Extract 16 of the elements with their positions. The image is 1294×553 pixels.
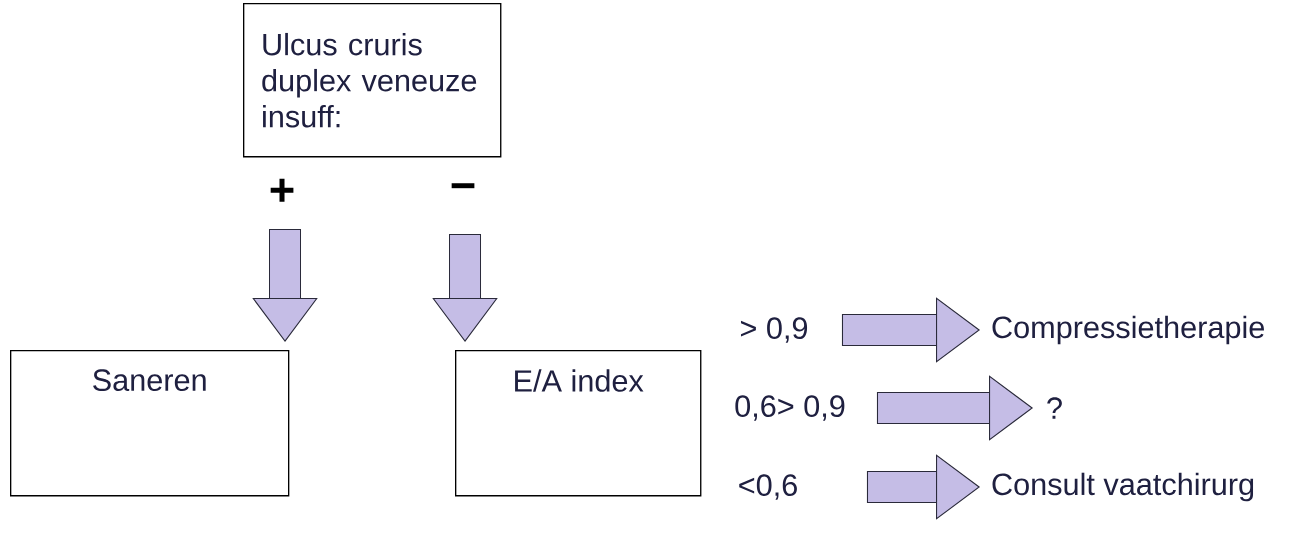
process-box: E/A index [455, 350, 702, 497]
edge-label: 0,6> 0,9 [735, 395, 845, 421]
edge-label: > 0,9 [741, 317, 808, 343]
outcome-text: Compressietherapie [992, 315, 1264, 345]
block-arrow [876, 375, 1033, 441]
block-arrow [841, 297, 980, 363]
block-arrow [432, 233, 498, 342]
process-box: Saneren [10, 350, 290, 497]
edge-label: + [270, 178, 294, 202]
outcome-text: Consult vaatchirurg [992, 472, 1254, 502]
condition-box: Ulcus cruris duplex veneuze insuff: [243, 3, 502, 158]
block-arrow [866, 454, 980, 520]
edge-label: − [451, 183, 475, 189]
block-arrow [252, 228, 318, 342]
edge-label: <0,6 [739, 474, 797, 500]
outcome-text: ? [1047, 397, 1062, 419]
